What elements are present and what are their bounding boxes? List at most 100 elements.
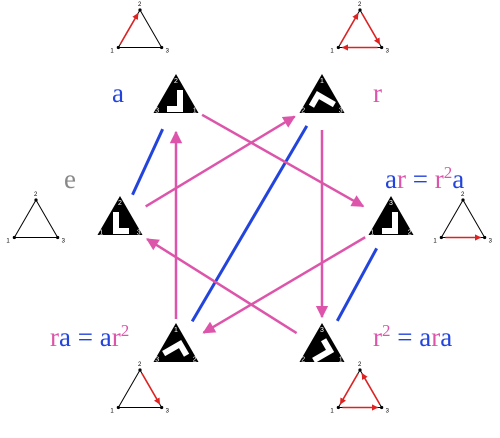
l-shape	[167, 90, 183, 112]
thumb-vertex-label: 1	[433, 239, 437, 245]
label-part: r	[397, 164, 406, 194]
thumb-red-arrow	[339, 373, 359, 405]
thumb-triangle	[117, 368, 163, 408]
thumb-vertex	[34, 198, 38, 202]
label-part: r	[112, 322, 121, 352]
node-vertex-number: 2	[193, 357, 197, 364]
label-ra: ra = ar2	[50, 321, 129, 352]
thumb-vertex	[336, 45, 340, 50]
thumb-vertex-label: 3	[489, 239, 493, 245]
thumbnail-a: 231	[110, 2, 169, 55]
node-triangle	[368, 196, 414, 235]
thumb-triangle	[13, 198, 59, 238]
node-vertex-number: 1	[99, 230, 103, 237]
thumb-vertex	[380, 405, 384, 410]
node-r: 132	[299, 74, 345, 115]
thumb-red-arrow	[141, 373, 161, 405]
node-glyph	[308, 90, 336, 108]
node-vertex-number: 2	[301, 108, 305, 115]
nodes-layer: 2 3 1 2 1 3 132 321 1 2 3 3 1 2	[97, 74, 414, 364]
thumb-vertex	[358, 8, 362, 12]
label-part: 2	[121, 321, 130, 340]
node-vertex-number: 3	[137, 230, 141, 237]
label-part: =	[391, 322, 420, 352]
label-part: a	[452, 164, 464, 194]
label-part: r	[431, 322, 440, 352]
edge-r-a-ar	[201, 113, 365, 208]
l-shape	[162, 339, 190, 357]
label-part: e	[64, 164, 76, 194]
node-vertex-number: 3	[155, 108, 159, 115]
node-glyph	[382, 212, 398, 234]
label-part: a	[59, 322, 71, 352]
thumb-vertex	[138, 368, 142, 372]
label-e: e	[64, 164, 76, 194]
node-vertex-number: 1	[339, 357, 343, 364]
edge-a-r-ra	[190, 125, 309, 323]
label-ar: ar = r2a	[385, 163, 464, 194]
edges-layer	[131, 113, 378, 335]
thumb-vertex	[336, 405, 340, 410]
thumb-vertex	[358, 368, 362, 372]
thumb-vertex	[461, 198, 465, 202]
label-part: 2	[444, 163, 453, 182]
thumbnail-e: 231	[6, 192, 65, 245]
thumb-vertex	[439, 235, 443, 240]
thumb-vertex	[116, 45, 120, 50]
label-part: a	[112, 78, 124, 108]
l-shape	[312, 338, 335, 364]
thumb-triangle	[440, 198, 486, 238]
label-r2: r2 = ara	[373, 321, 452, 352]
node-vertex-number: 1	[174, 327, 178, 334]
thumb-red-arrow	[119, 12, 139, 45]
label-part: r	[373, 322, 382, 352]
thumb-vertex	[160, 405, 164, 410]
thumb-triangle	[117, 8, 163, 48]
node-vertex-number: 2	[118, 200, 122, 207]
node-triangle	[97, 196, 143, 235]
thumb-vertex-label: 1	[110, 49, 114, 55]
thumb-vertex-label: 3	[386, 49, 390, 55]
thumb-red-arrow	[339, 12, 359, 45]
label-part: a	[385, 164, 397, 194]
thumb-vertex	[138, 8, 142, 12]
thumb-triangle	[337, 368, 383, 408]
node-glyph	[312, 338, 335, 364]
thumb-red-arrow	[361, 13, 381, 45]
l-shape	[382, 212, 398, 234]
edge-a-e-a	[131, 128, 165, 196]
edge-a-ar-r2	[335, 247, 378, 322]
thumb-vertex-label: 1	[110, 409, 114, 415]
thumb-vertex-label: 3	[166, 49, 170, 55]
label-part: r	[50, 322, 59, 352]
node-vertex-number: 1	[193, 108, 197, 115]
node-vertex-number: 2	[301, 357, 305, 364]
thumb-vertex-label: 2	[34, 192, 38, 198]
edge-r-r2-e	[146, 237, 298, 335]
node-vertex-number: 3	[155, 357, 159, 364]
thumb-vertex-label: 3	[62, 239, 66, 245]
thumb-vertex-label: 1	[330, 49, 334, 55]
thumbnails-layer: 2 3 1 2 3 1 2 3 1 2 3 1 2 3 1 2 3 1	[6, 2, 492, 415]
node-ar: 321	[368, 196, 414, 237]
thumbnail-r: 231	[330, 2, 389, 55]
label-part: =	[71, 322, 100, 352]
l-shape	[113, 212, 129, 234]
label-a: a	[112, 78, 124, 108]
node-glyph	[162, 339, 190, 357]
label-part: a	[440, 322, 452, 352]
thumb-triangle	[337, 8, 383, 48]
edge-r-ar-ra	[202, 236, 366, 334]
thumbnail-ra: 231	[110, 362, 169, 415]
node-vertex-number: 3	[320, 327, 324, 334]
node-e: 2 3 1	[97, 196, 143, 237]
thumbnail-ar: 231	[433, 192, 492, 245]
node-triangle	[153, 74, 199, 113]
label-part: r	[373, 78, 382, 108]
node-vertex-number: 2	[174, 78, 178, 85]
thumb-vertex	[483, 235, 487, 240]
thumb-vertex-label: 1	[330, 409, 334, 415]
label-part: a	[100, 322, 112, 352]
node-vertex-number: 2	[408, 230, 412, 237]
